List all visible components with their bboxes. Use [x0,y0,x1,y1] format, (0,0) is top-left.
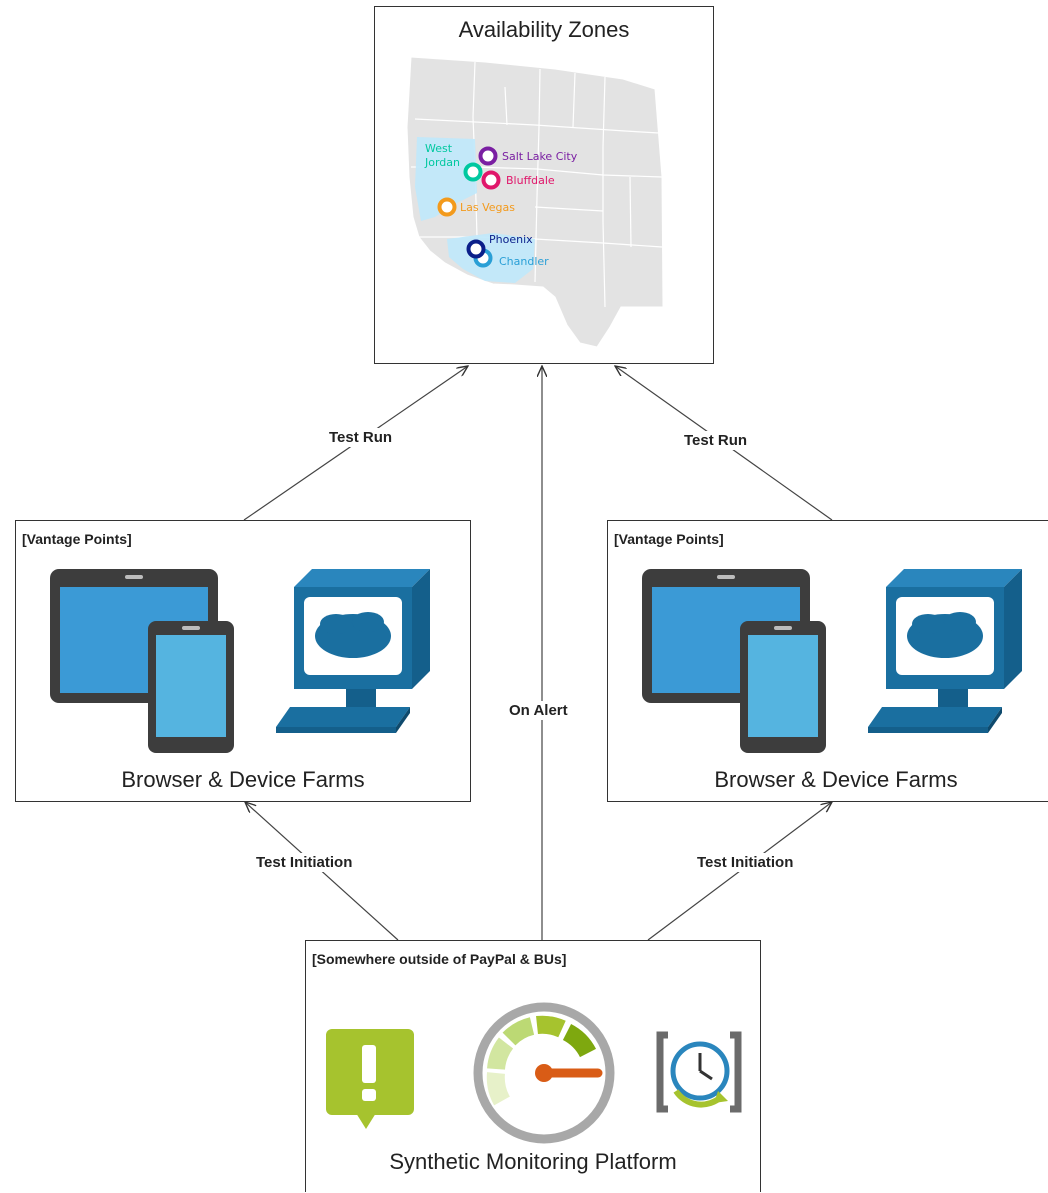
label-test-init-left: Test Initiation [253,853,356,872]
city-label-salt-lake-city: Salt Lake City [502,150,578,163]
platform-tag: [Somewhere outside of PayPal & BUs] [312,951,567,967]
marker-phoenix [466,239,486,259]
availability-zones-title: Availability Zones [458,17,630,42]
cloud-computer-icon [868,569,1022,733]
cloud-computer-icon [276,569,430,733]
city-label-chandler: Chandler [499,255,549,268]
vantage-right-icons [642,569,1022,753]
region-utah-nevada [415,137,477,221]
label-test-run-left: Test Run [326,428,396,447]
label-test-init-right: Test Initiation [694,853,797,872]
clock-cycle-icon [656,1031,742,1113]
vantage-left-title: Browser & Device Farms [121,767,365,792]
smartphone-icon [740,621,826,753]
synthetic-monitoring-platform-box: [Somewhere outside of PayPal & BUs] [305,940,761,1192]
city-label-west: West [425,142,453,155]
availability-zones-box: Availability Zones West Jordan Salt [374,6,714,364]
alert-message-icon [326,1029,414,1129]
label-test-run-right: Test Run [681,431,751,450]
marker-bluffdale [481,170,501,190]
platform-title: Synthetic Monitoring Platform [389,1149,677,1174]
vantage-left-icons [50,569,430,753]
platform-icons [326,1002,742,1144]
vantage-right-title: Browser & Device Farms [714,767,958,792]
city-label-jordan: Jordan [424,156,460,169]
marker-salt-lake-city [478,146,498,166]
vantage-left-tag: [Vantage Points] [22,531,132,547]
smartphone-icon [148,621,234,753]
city-label-las-vegas: Las Vegas [460,201,515,214]
marker-west-jordan [463,162,483,182]
western-us-map: West Jordan Salt Lake City Bluffdale Las… [406,56,664,348]
speedometer-gauge-icon [473,1002,615,1144]
city-label-bluffdale: Bluffdale [506,174,555,187]
city-label-phoenix: Phoenix [489,233,533,246]
marker-las-vegas [437,197,457,217]
vantage-points-right-box: [Vantage Points] Browser & Device Farms [607,520,1048,802]
label-on-alert: On Alert [506,701,571,720]
vantage-points-left-box: [Vantage Points] Browser & Device Farms [15,520,471,802]
vantage-right-tag: [Vantage Points] [614,531,724,547]
